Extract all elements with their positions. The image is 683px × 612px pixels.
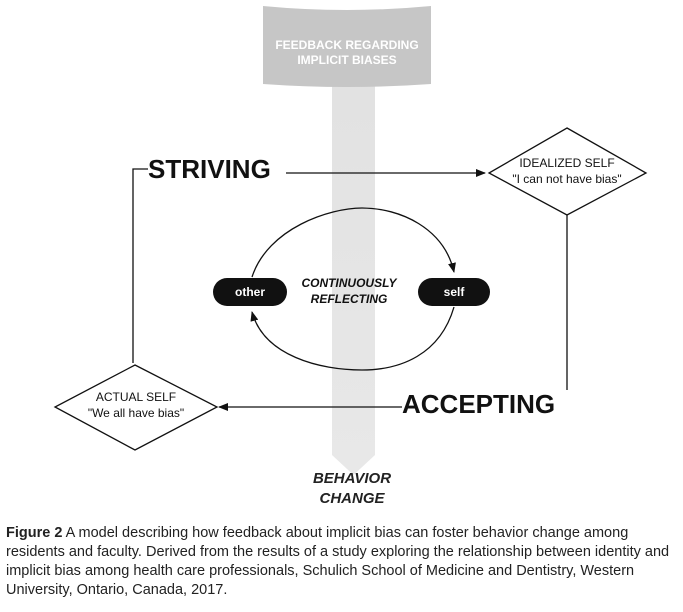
cycle-arrow-top (251, 207, 456, 278)
figure-label: Figure 2 (6, 525, 63, 541)
striving-connector (132, 168, 148, 363)
other-pill-label: other (235, 285, 265, 299)
idealized-self-quote: "I can not have bias" (512, 172, 621, 186)
banner-line2: IMPLICIT BIASES (297, 53, 396, 67)
actual-self-quote: "We all have bias" (88, 406, 184, 420)
feedback-banner (263, 6, 431, 87)
cycle-arrow-bottom (250, 306, 455, 371)
figure-caption: Figure 2 A model describing how feedback… (6, 524, 678, 600)
actual-self-title: ACTUAL SELF (96, 390, 176, 404)
cycle-center-line2: REFLECTING (311, 292, 388, 306)
behavior-line1: BEHAVIOR (313, 470, 391, 487)
caption-text: A model describing how feedback about im… (6, 525, 670, 598)
feedback-model-diagram: FEEDBACK REGARDING IMPLICIT BIASES STRIV… (53, 6, 648, 507)
self-pill (418, 278, 490, 306)
accepting-label: ACCEPTING (402, 389, 555, 419)
feedback-arrow (332, 85, 375, 475)
banner-line1: FEEDBACK REGARDING (275, 38, 418, 52)
behavior-line2: CHANGE (319, 490, 385, 507)
striving-label: STRIVING (148, 154, 271, 184)
self-pill-label: self (444, 285, 466, 299)
idealized-self-title: IDEALIZED SELF (519, 156, 614, 170)
other-pill (213, 278, 287, 306)
cycle-center-line1: CONTINUOUSLY (301, 276, 397, 290)
actual-self-diamond (53, 364, 219, 451)
